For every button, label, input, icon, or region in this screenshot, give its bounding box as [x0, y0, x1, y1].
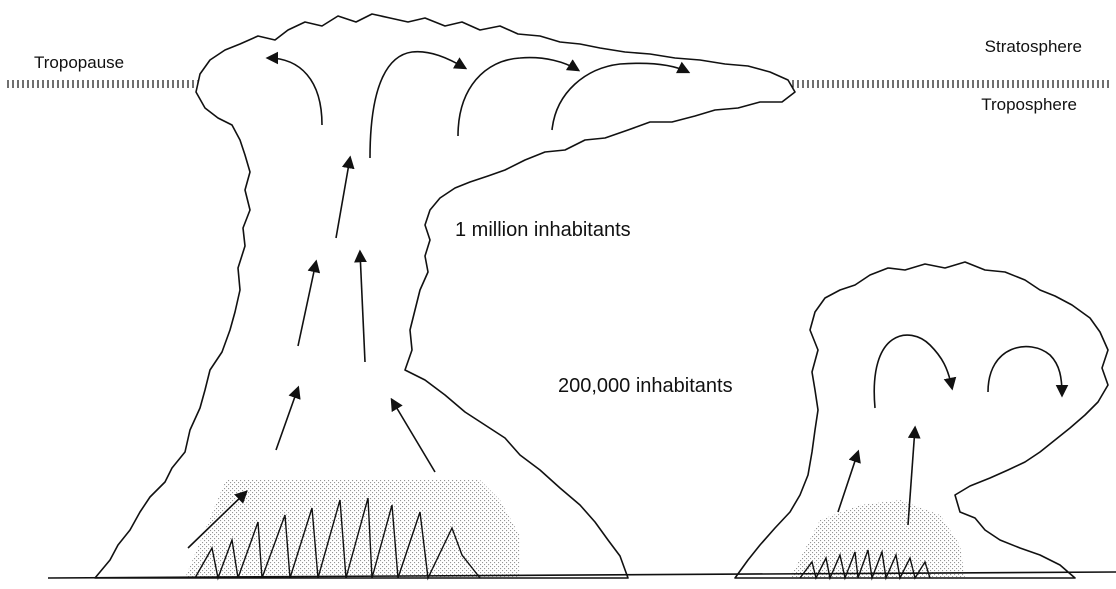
stratosphere-label: Stratosphere [985, 37, 1082, 56]
tropopause-label: Tropopause [34, 53, 124, 72]
large-city-label: 1 million inhabitants [455, 219, 631, 241]
small-city-label: 200,000 inhabitants [558, 375, 733, 397]
troposphere-label: Troposphere [981, 95, 1077, 114]
